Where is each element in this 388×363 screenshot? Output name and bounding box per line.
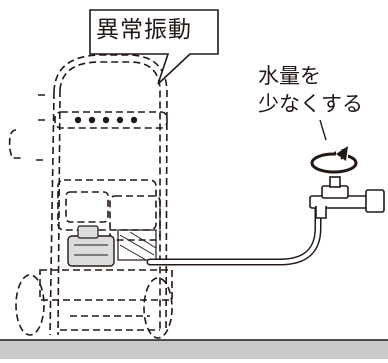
water-callout-line [319,119,327,141]
pressure-washer-machine-icon [8,54,173,339]
water-hose-inner [148,203,320,264]
rotate-counterclockwise-arrow-icon [310,146,358,174]
reduce-water-label-line2: 少なくする [258,92,363,116]
vibration-label: 異常振動 [96,17,192,43]
water-faucet-icon [309,176,385,219]
grip-dots [74,116,138,124]
water-hose [146,201,322,266]
floor [0,340,388,359]
vibration-callout-bubble [89,9,219,85]
reduce-water-label-line1: 水量を [258,64,321,88]
pump-icon [67,225,157,267]
